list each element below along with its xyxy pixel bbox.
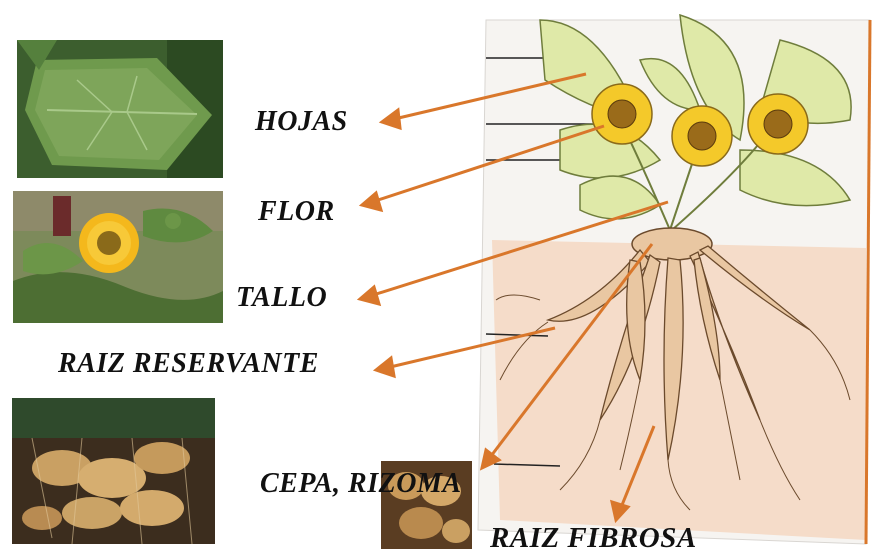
label-cepa-rizoma: CEPA, RIZOMA bbox=[260, 468, 462, 500]
label-hojas: HOJAS bbox=[255, 106, 348, 138]
label-raiz-reservante: RAIZ RESERVANTE bbox=[58, 348, 319, 380]
label-raiz-fibrosa: RAIZ FIBROSA bbox=[490, 522, 697, 555]
label-tallo: TALLO bbox=[236, 282, 327, 314]
label-flor: FLOR bbox=[258, 196, 335, 228]
